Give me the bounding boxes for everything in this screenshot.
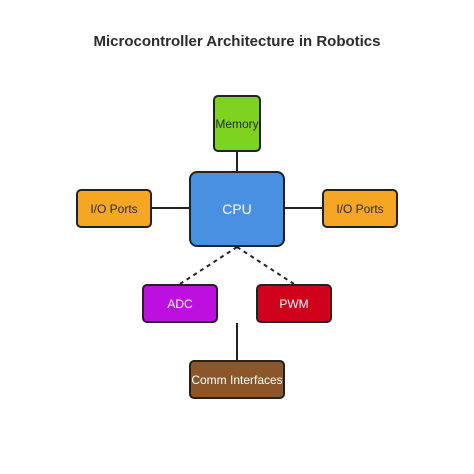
- cpu-label: CPU: [222, 201, 252, 217]
- io-ports-right-node: I/O Ports: [322, 189, 398, 228]
- cpu-node: CPU: [189, 171, 285, 247]
- memory-label: Memory: [215, 116, 259, 131]
- adc-label: ADC: [167, 296, 193, 311]
- edge-cpu-pwm: [236, 246, 295, 285]
- io-ports-left-label: I/O Ports: [90, 201, 138, 216]
- memory-node: Memory: [213, 95, 261, 152]
- pwm-node: PWM: [256, 284, 332, 323]
- adc-node: ADC: [142, 284, 218, 323]
- edge-cpu-adc: [179, 246, 238, 285]
- io-ports-left-node: I/O Ports: [76, 189, 152, 228]
- comm-interfaces-node: Comm Interfaces: [189, 360, 285, 399]
- diagram-title: Microcontroller Architecture in Robotics: [93, 33, 381, 50]
- pwm-label: PWM: [279, 296, 309, 311]
- comm-interfaces-label: Comm Interfaces: [191, 372, 283, 387]
- io-ports-right-label: I/O Ports: [336, 201, 384, 216]
